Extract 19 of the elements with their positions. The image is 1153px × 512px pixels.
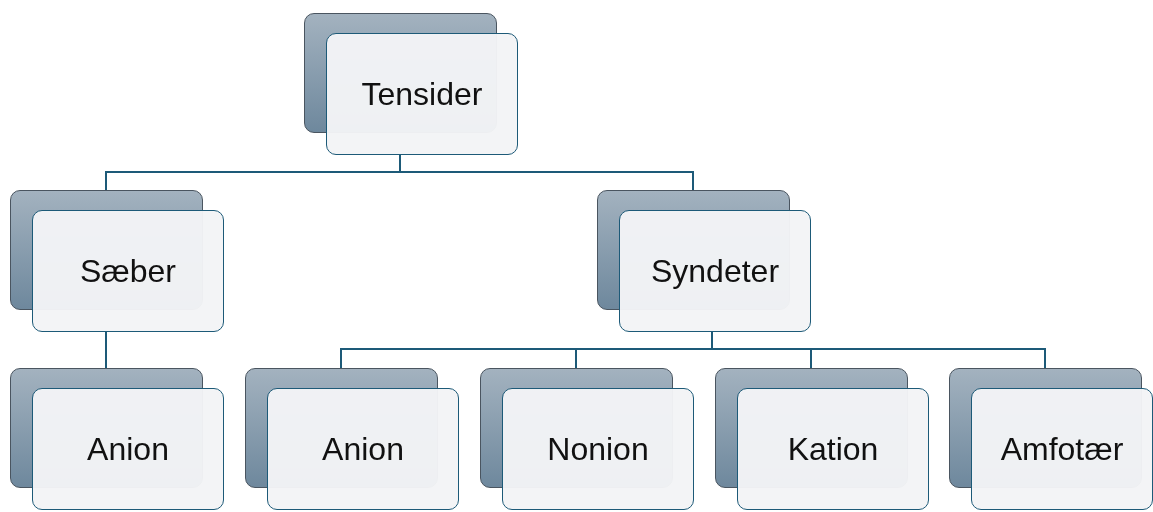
stacked-card <box>715 368 929 510</box>
stacked-card <box>597 190 811 332</box>
node-label: Kation <box>787 430 879 468</box>
stacked-card <box>10 190 224 332</box>
stacked-card <box>10 368 224 510</box>
node-label: Tensider <box>361 75 483 113</box>
node-label: Sæber <box>79 252 176 290</box>
node-label: Anion <box>87 430 169 468</box>
node-label: Amfotær <box>1000 430 1124 468</box>
connector-line <box>105 331 107 369</box>
stacked-card <box>480 368 694 510</box>
node-label: Nonion <box>547 430 649 468</box>
node-label: Anion <box>322 430 404 468</box>
connector-line <box>399 154 694 191</box>
stacked-card <box>304 13 518 155</box>
connector-line <box>711 331 1046 369</box>
stacked-card <box>245 368 459 510</box>
stacked-card <box>949 368 1153 510</box>
node-label: Syndeter <box>650 252 780 290</box>
